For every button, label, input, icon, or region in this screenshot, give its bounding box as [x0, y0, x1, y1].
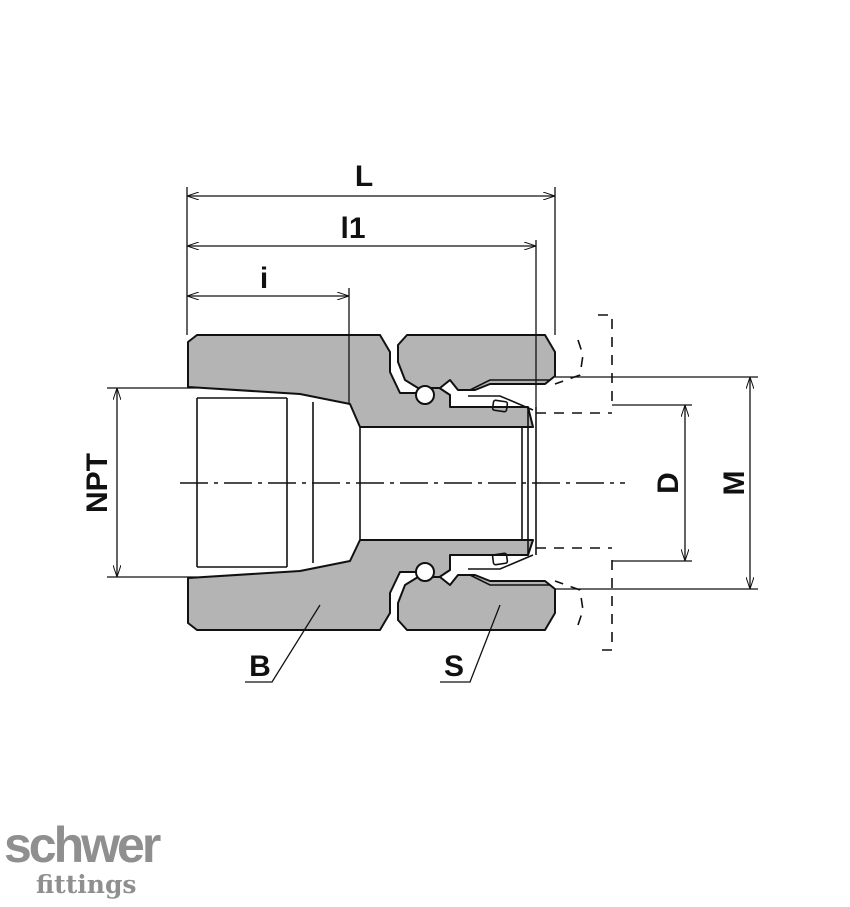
fitting-nut	[397, 334, 556, 631]
ferrule-upper	[468, 379, 550, 411]
o-ring-lower	[415, 562, 435, 582]
label-l1: l1	[340, 212, 365, 245]
logo-wordmark: schwer	[4, 817, 161, 873]
nut-ghost-upper	[554, 339, 584, 385]
tube-dashed-outline	[536, 314, 613, 651]
label-body-b: B	[249, 650, 271, 683]
body-lower-section	[187, 539, 534, 631]
label-i: i	[260, 262, 268, 295]
ferrule-insert-lower	[491, 552, 509, 566]
fitting-body	[187, 334, 534, 631]
label-d: D	[652, 472, 685, 494]
ferrule-insert-upper	[491, 399, 509, 413]
label-m: M	[718, 471, 751, 496]
leader-s	[440, 604, 501, 683]
nut-lower-section	[397, 574, 556, 631]
dimension-lines	[107, 187, 758, 683]
label-nut-s: S	[444, 650, 464, 683]
schwer-logo: schwer fittings	[4, 817, 164, 899]
tube-end-upper	[598, 314, 613, 405]
tube-end-lower	[598, 560, 613, 651]
label-npt: NPT	[81, 453, 114, 513]
body-upper-section	[187, 334, 534, 428]
nut-ghost-lower	[554, 580, 584, 626]
label-L: L	[355, 160, 373, 193]
ferrule-lower	[468, 554, 550, 586]
o-ring-upper	[415, 385, 435, 405]
logo-tagline: fittings	[36, 870, 137, 899]
leader-b	[245, 604, 321, 683]
nut-upper-section	[397, 334, 556, 391]
